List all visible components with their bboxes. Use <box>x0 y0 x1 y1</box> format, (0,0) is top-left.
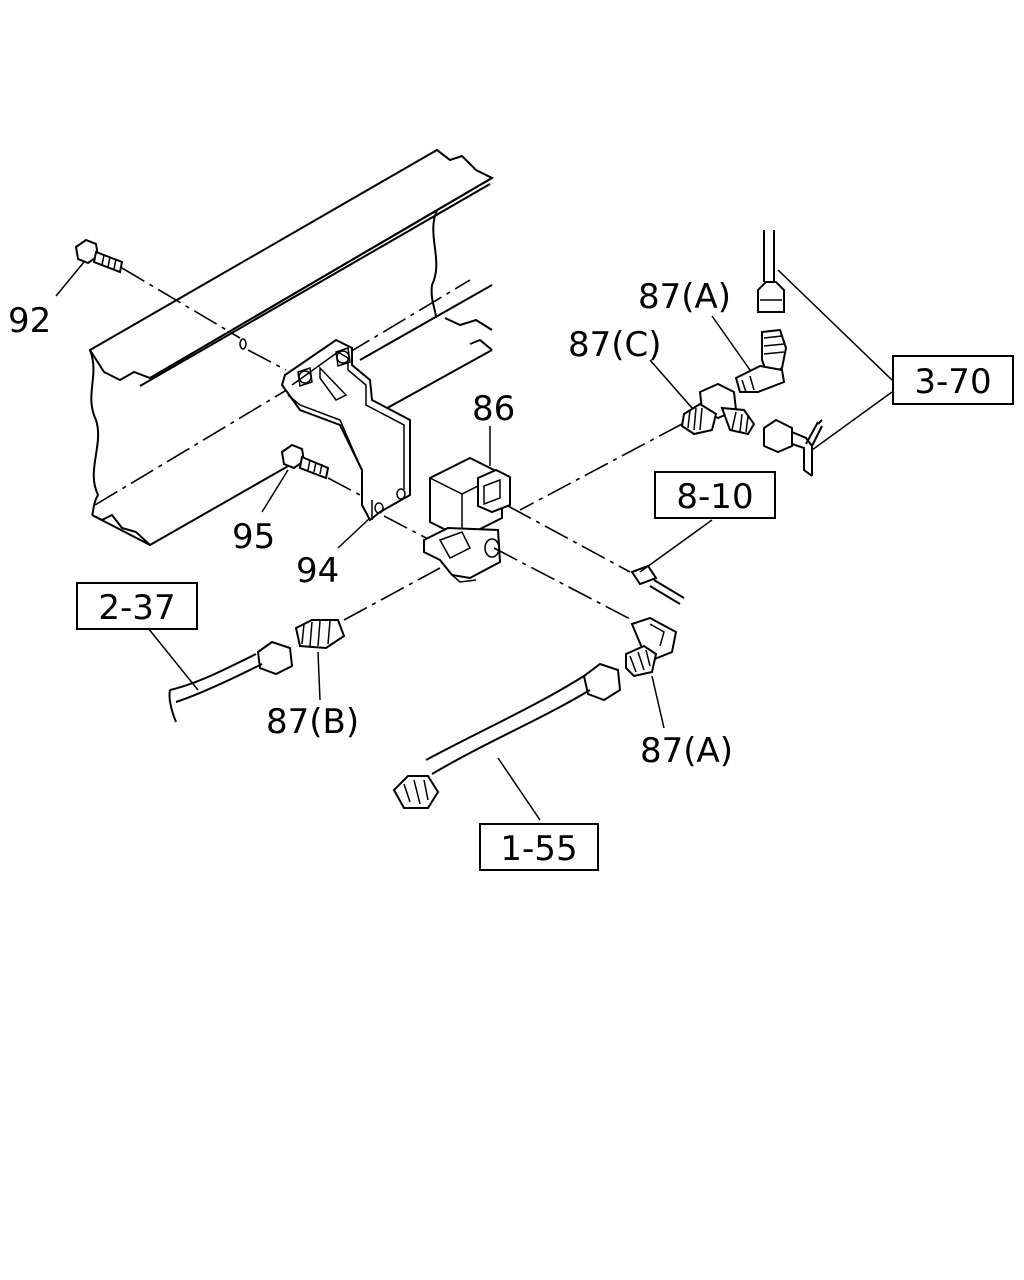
leader-lines <box>55 261 893 821</box>
callout-86: 86 <box>472 389 515 429</box>
connector-8-10 <box>507 505 685 605</box>
callout-95: 95 <box>232 517 275 557</box>
callout-92: 92 <box>8 301 51 341</box>
hose-1-55 <box>392 662 622 809</box>
ref-label-8-10: 8-10 <box>676 477 753 517</box>
hose-2-37 <box>168 640 294 723</box>
reference-1-55: 1-55 <box>479 823 599 871</box>
bolt-95 <box>280 443 431 541</box>
callout-87a-top: 87(A) <box>638 277 731 317</box>
frame-rail <box>88 148 495 547</box>
callout-87a-bottom: 87(A) <box>640 731 733 771</box>
reference-3-70: 3-70 <box>892 355 1014 405</box>
fitting-87b <box>294 567 441 650</box>
ref-label-3-70: 3-70 <box>914 362 991 402</box>
ref-label-1-55: 1-55 <box>500 829 577 869</box>
reference-2-37: 2-37 <box>76 582 198 630</box>
tube-3-70 <box>757 230 823 477</box>
reference-8-10: 8-10 <box>654 471 776 519</box>
ref-label-2-37: 2-37 <box>98 588 175 628</box>
callout-94: 94 <box>296 551 339 591</box>
fitting-87a-lower-elbow <box>493 547 678 678</box>
bolt-92 <box>74 238 287 371</box>
callout-87b: 87(B) <box>266 702 359 742</box>
callout-87c: 87(C) <box>568 325 662 365</box>
fitting-87a-upper-elbow <box>734 328 788 393</box>
fitting-87c-tee <box>519 382 756 511</box>
solenoid-valve-86 <box>423 456 511 583</box>
bracket-94 <box>280 338 411 522</box>
